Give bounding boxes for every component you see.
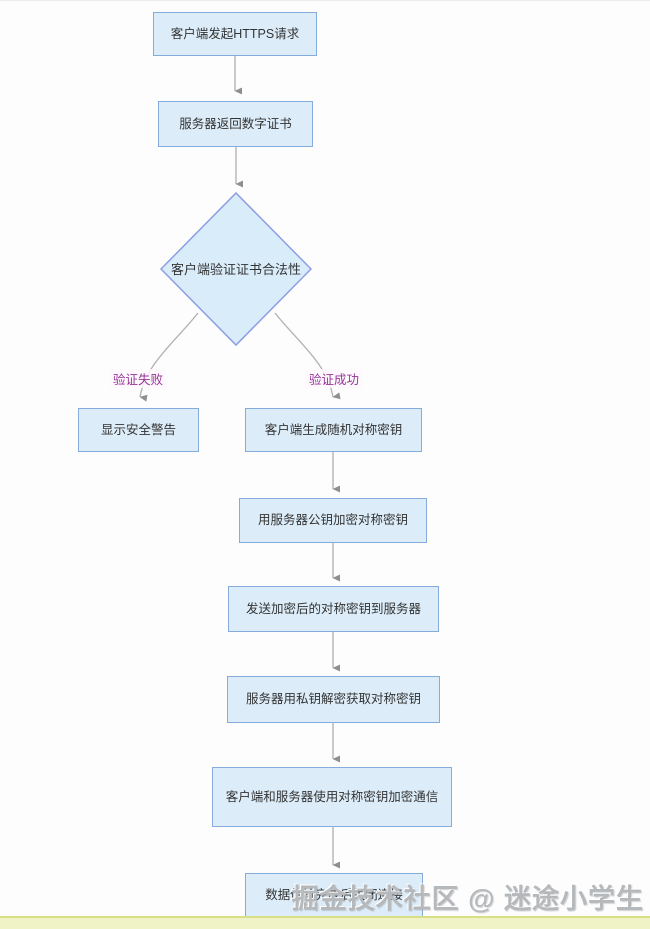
node-security-warning: 显示安全警告 [78,408,199,452]
decision-diamond-shape [159,191,313,347]
node-verify-label: 客户端验证证书合法性 [170,262,301,277]
node-encrypted-communication: 客户端和服务器使用对称密钥加密通信 [212,767,452,827]
watermark-text: 掘金技术社区 @ 迷途小学生 [291,884,644,914]
node-encrypt-key: 用服务器公钥加密对称密钥 [239,498,427,543]
node-server-cert: 服务器返回数字证书 [158,101,313,147]
node-close-connection: 数据传输完成后关闭连接 [245,873,423,917]
node-decrypt-key: 服务器用私钥解密获取对称密钥 [227,676,440,723]
node-send-key: 发送加密后的对称密钥到服务器 [228,586,439,632]
edge-label-verify-fail: 验证失败 [110,369,167,388]
node-start: 客户端发起HTTPS请求 [153,12,317,56]
edge-label-verify-success: 验证成功 [306,369,363,388]
footer-strip [0,916,650,929]
node-generate-key: 客户端生成随机对称密钥 [245,408,422,452]
